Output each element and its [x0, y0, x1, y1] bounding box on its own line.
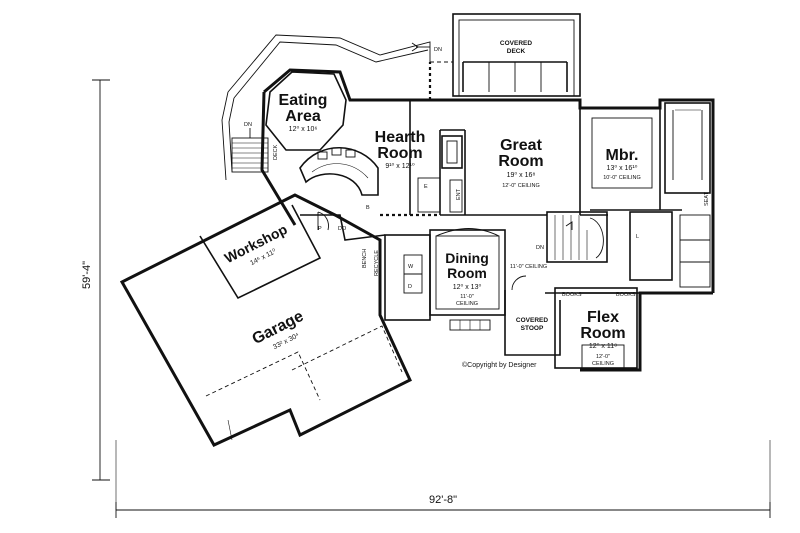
dn-deck-label: DN	[434, 47, 442, 53]
e-label: E	[424, 184, 428, 190]
hearth-room-name-1: Hearth	[375, 129, 426, 146]
w-label: W	[408, 264, 414, 270]
mbr-ceiling: 10'-0" CEILING	[603, 175, 641, 181]
covered-stoop-label-2: STOOP	[521, 325, 544, 332]
covered-deck-label-2: DECK	[507, 48, 526, 55]
hall-ceiling-label: 11'-0" CEILING	[510, 264, 547, 270]
great-room-ceiling: 12'-0" CEILING	[502, 183, 540, 189]
p-label: P	[318, 226, 322, 232]
hearth-room-dims: 9¹⁰ x 12¹⁰	[385, 162, 415, 170]
l-label: L	[636, 234, 639, 240]
books-label-1: BOOKS	[562, 292, 582, 298]
house-walls	[260, 62, 715, 372]
do-label: DO	[338, 226, 347, 232]
flex-room-name-2: Room	[580, 325, 625, 342]
dining-room-dims: 12⁰ x 13⁰	[453, 283, 482, 291]
covered-stoop-label-1: COVERED	[516, 317, 548, 324]
deck-small-label: DECK	[273, 144, 279, 160]
bench-label: BENCH	[362, 249, 368, 268]
flex-room-ceiling-1: 12'-0"	[596, 354, 610, 360]
flex-room-name-1: Flex	[587, 309, 619, 326]
seat-label: SEAT	[704, 191, 710, 206]
dining-room-name-2: Room	[447, 265, 487, 281]
d-label: D	[408, 284, 412, 290]
overall-width: 92'-8"	[429, 494, 457, 506]
dn-left-label: DN	[244, 122, 252, 128]
flex-room-ceiling-2: CEILING	[592, 361, 614, 367]
copyright: ©Copyright by Designer	[462, 361, 537, 369]
recycle-label: RECYCLE	[374, 250, 380, 276]
kitchen-island	[299, 147, 379, 196]
b-label: B	[366, 205, 370, 211]
great-room-name-1: Great	[500, 137, 542, 154]
covered-deck-label-1: COVERED	[500, 40, 532, 47]
ent-label: ENT	[456, 188, 462, 200]
dining-room-ceiling-1: 11'-0"	[460, 294, 474, 300]
great-room-name-2: Room	[498, 153, 543, 170]
books-label-2: BOOKS	[616, 292, 636, 298]
eating-area-name-2: Area	[285, 108, 321, 125]
dimension-lines	[92, 79, 771, 518]
eating-area-dims: 12⁰ x 10⁶	[289, 125, 318, 133]
dining-room-ceiling-2: CEILING	[456, 301, 478, 307]
great-room-dims: 19⁰ x 16⁸	[507, 171, 536, 179]
flex-room-dims: 12⁰ x 11⁸	[589, 342, 617, 350]
mbr-dims: 13⁰ x 16¹⁰	[607, 164, 638, 172]
mbr-name: Mbr.	[606, 147, 639, 164]
rear-deck	[221, 34, 431, 181]
hearth-room-name-2: Room	[377, 145, 422, 162]
garage	[119, 193, 412, 447]
eating-area-name-1: Eating	[279, 92, 328, 109]
fireplace	[417, 135, 463, 213]
covered-deck	[430, 13, 581, 97]
dining-room-name-1: Dining	[445, 250, 489, 266]
overall-depth: 59'-4"	[81, 261, 93, 289]
dn-stair-label: DN	[536, 245, 544, 251]
